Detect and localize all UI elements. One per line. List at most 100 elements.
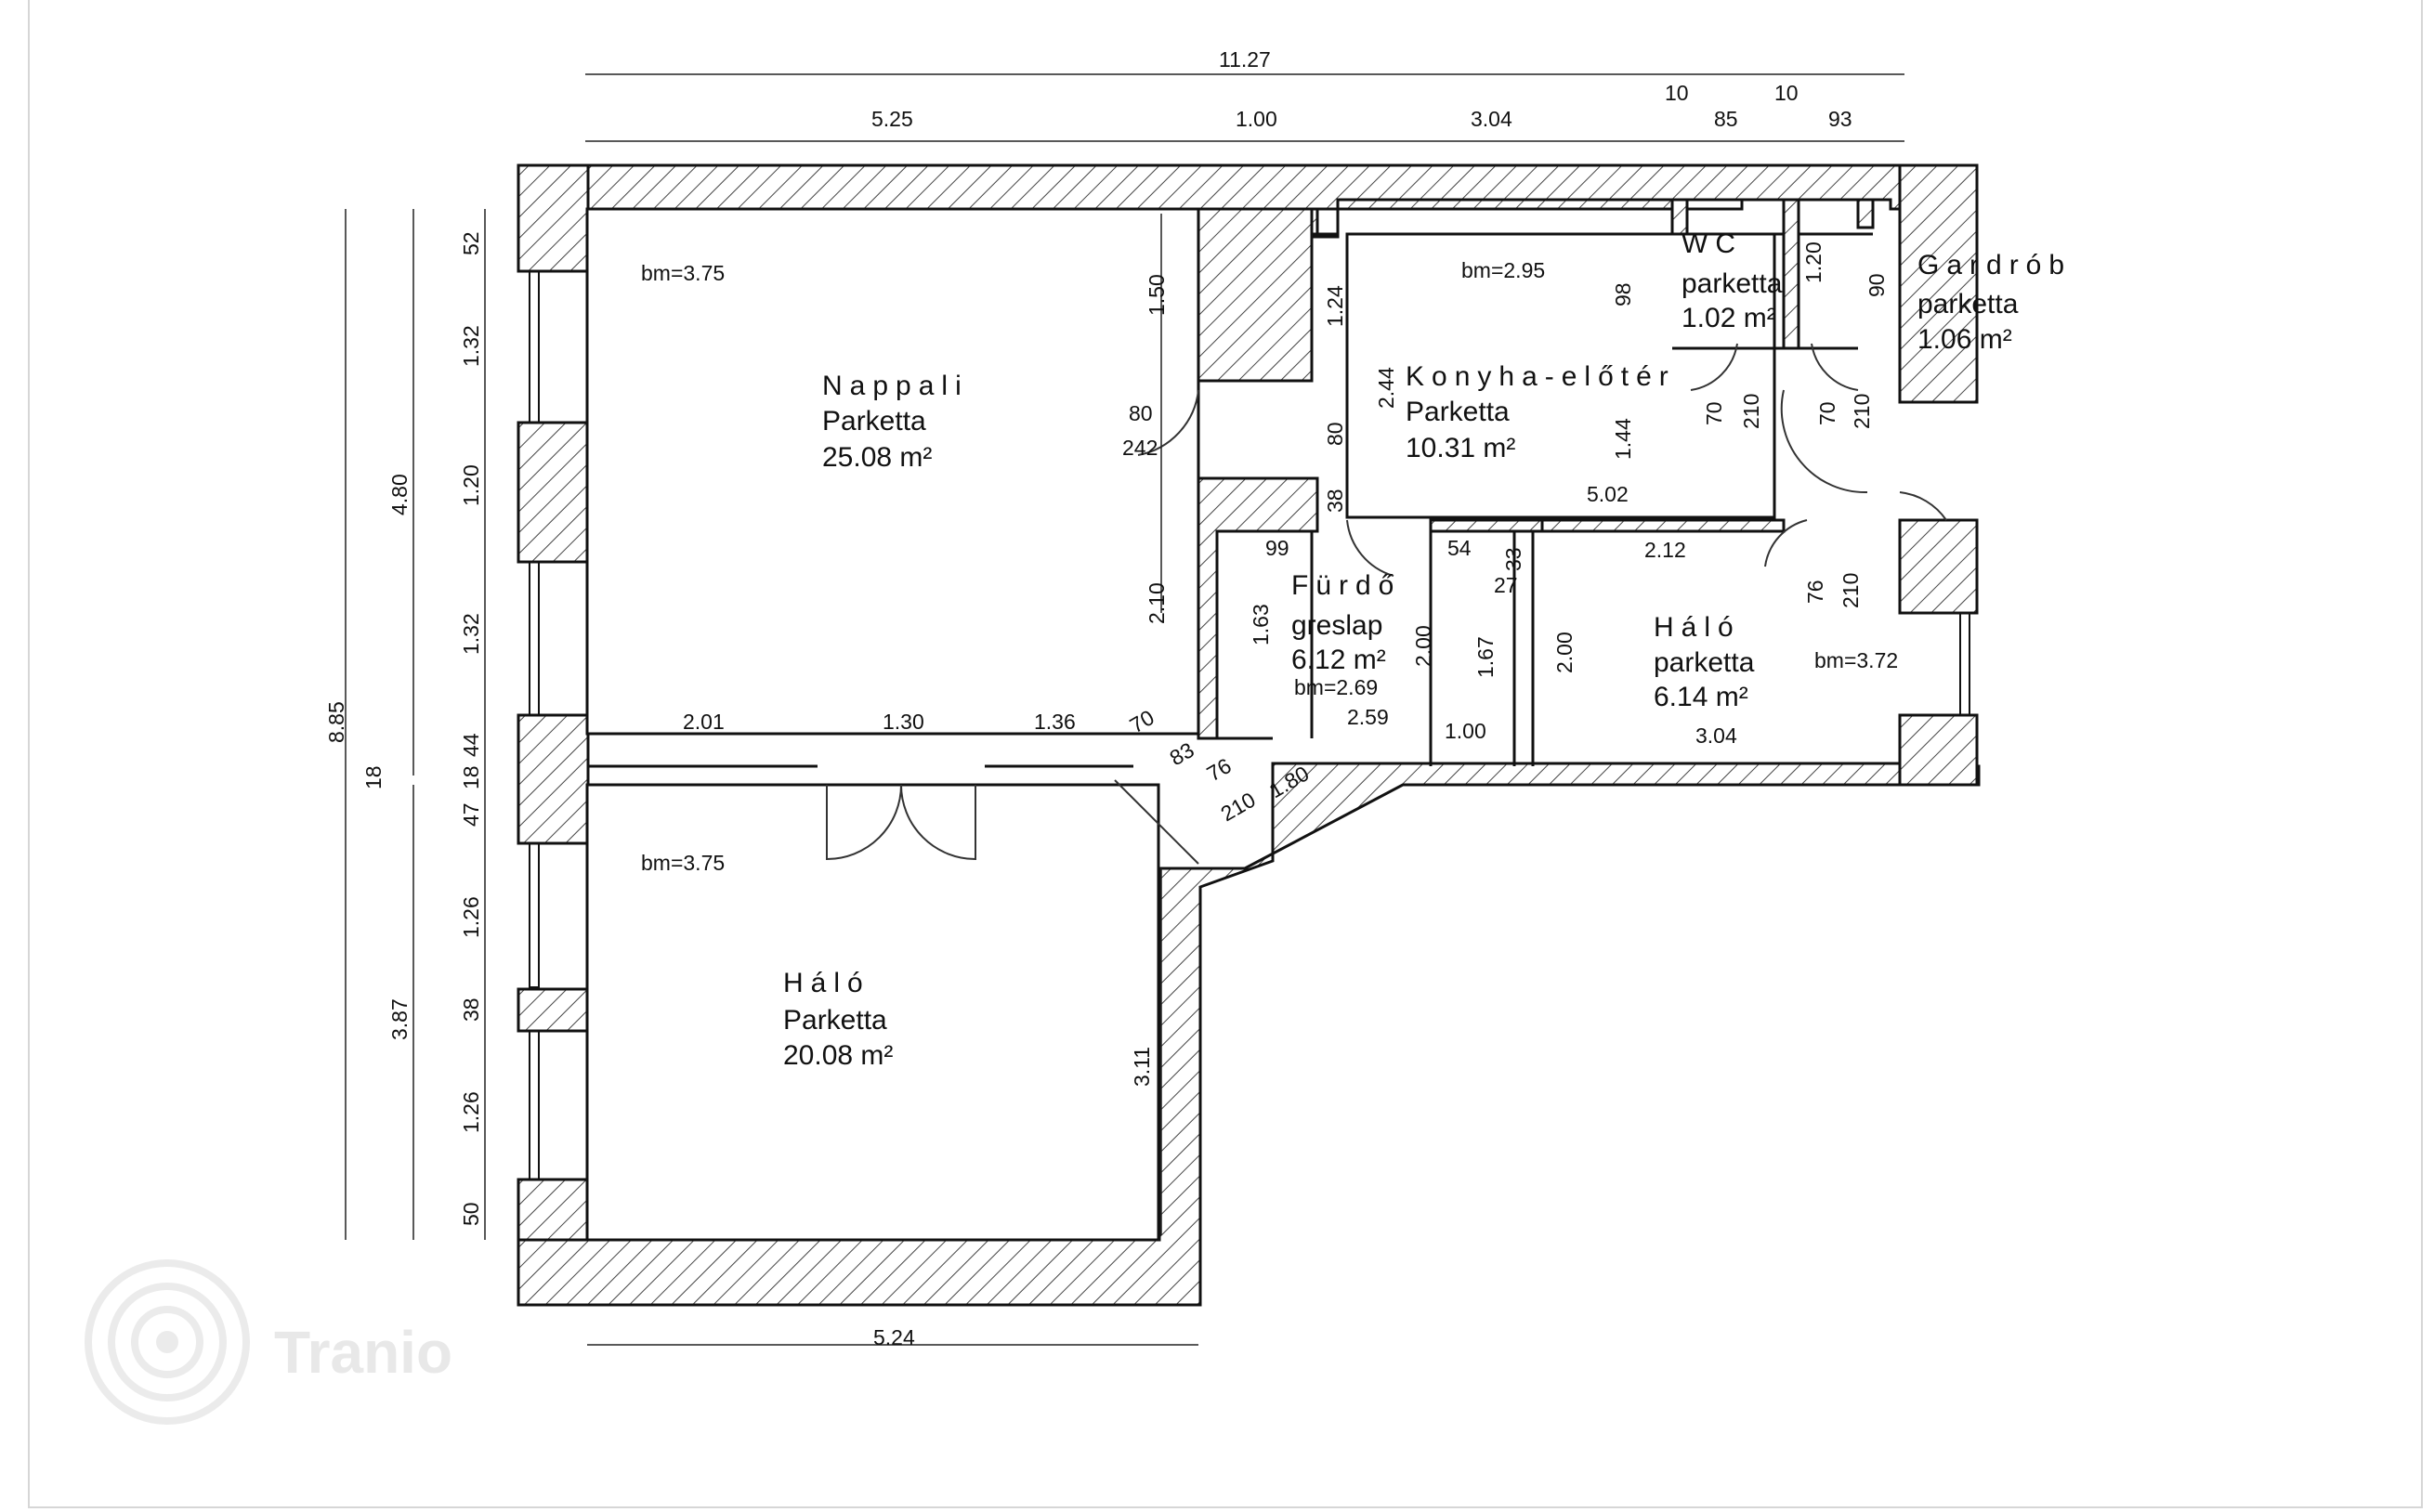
dim-left: 4.80 [387, 474, 412, 515]
dim-interior: 3.04 [1695, 723, 1737, 748]
room-name: Gardrób [1917, 250, 2072, 280]
dim-interior: 54 [1447, 536, 1472, 560]
room-wc: WC parketta 1.02 m² [1682, 228, 1783, 333]
dim-top: 10 [1774, 81, 1799, 105]
dim-interior: 1.24 [1323, 285, 1347, 327]
dim-interior: 1.63 [1249, 604, 1273, 645]
dim-top: 93 [1828, 107, 1852, 131]
room-floor: Parketta [822, 406, 926, 437]
watermark-text: Tranio [274, 1319, 452, 1386]
dim-interior: 83 [1166, 737, 1198, 770]
room-gardrob: Gardrób parketta 1.06 m² [1917, 250, 2072, 355]
room-area: 20.08 m² [783, 1040, 893, 1071]
dim-interior: 210 [1839, 573, 1863, 608]
bm-label: bm=3.72 [1814, 648, 1898, 672]
bm-label: bm=2.69 [1294, 675, 1378, 699]
dim-interior: 210 [1739, 394, 1763, 429]
doors [826, 343, 1947, 865]
room-area: 6.12 m² [1291, 645, 1386, 675]
walls [517, 163, 1981, 1307]
room-floor: parketta [1917, 289, 2019, 319]
dim-interior: 210 [1850, 394, 1874, 429]
dim-interior: 2.10 [1145, 582, 1169, 624]
dim-total-width: 11.27 [1219, 47, 1271, 72]
dim-top: 85 [1714, 107, 1738, 131]
dim-bottom: 5.24 [873, 1325, 915, 1349]
dim-interior: 27 [1494, 573, 1518, 597]
dim-left: 18 [361, 765, 386, 789]
dim-top: 10 [1665, 81, 1689, 105]
dim-left: 3.87 [387, 998, 412, 1040]
dim-interior: 2.01 [683, 710, 725, 734]
dim-interior: 70 [1702, 401, 1726, 425]
dimension-lines [345, 73, 1904, 1346]
dim-top: 5.25 [871, 107, 913, 131]
room-name: Nappali [822, 371, 969, 401]
dim-interior: 2.00 [1552, 632, 1577, 673]
room-name: Háló [783, 968, 870, 998]
dim-left-chain: 1.20 [459, 464, 483, 506]
dim-left-chain: 1.32 [459, 613, 483, 655]
dim-left-chain: 18 [459, 765, 483, 789]
dim-interior: 76 [1803, 580, 1827, 604]
dim-interior: 2.12 [1644, 538, 1686, 562]
room-floor: parketta [1682, 268, 1783, 299]
dim-interior: 98 [1611, 282, 1635, 306]
dim-interior: 2.00 [1411, 625, 1435, 667]
bm-label: bm=3.75 [641, 261, 725, 285]
dim-top: 1.00 [1236, 107, 1277, 131]
dim-interior: 38 [1323, 489, 1347, 513]
dim-left-chain: 50 [459, 1202, 483, 1226]
dim-interior: 1.20 [1801, 241, 1826, 283]
dim-left-chain: 1.26 [459, 896, 483, 938]
dim-interior: 1.30 [883, 710, 924, 734]
dim-interior: 242 [1122, 436, 1158, 460]
room-floor: Parketta [1406, 397, 1510, 427]
dim-interior: 210 [1217, 788, 1260, 827]
windows [529, 270, 1970, 1180]
room-floor: parketta [1654, 647, 1755, 678]
room-furdo: Fürdő greslap 6.12 m² bm=2.69 [1291, 570, 1401, 699]
room-name: Fürdő [1291, 570, 1401, 601]
tranio-logo: Tranio [85, 1259, 452, 1425]
room-area: 10.31 m² [1406, 433, 1515, 463]
dim-interior: 80 [1323, 422, 1347, 446]
dim-interior: 5.02 [1587, 482, 1629, 506]
dim-left-chain: 1.26 [459, 1091, 483, 1133]
dim-left-chain: 44 [459, 733, 483, 757]
room-area: 25.08 m² [822, 442, 932, 473]
dim-interior: 1.36 [1034, 710, 1076, 734]
room-floor: greslap [1291, 610, 1382, 641]
dim-interior: 99 [1265, 536, 1289, 560]
room-area: 1.02 m² [1682, 303, 1776, 333]
room-nappali: bm=3.75 Nappali Parketta 25.08 m² [641, 261, 969, 473]
room-konyha-eloter: bm=2.95 Konyha-előtér Parketta 10.31 m² [1406, 258, 1676, 463]
interior-walls [587, 232, 1873, 787]
dim-interior: 1.00 [1445, 719, 1486, 743]
room-halo-large: bm=3.75 Háló Parketta 20.08 m² [641, 851, 893, 1071]
dim-top: 3.04 [1471, 107, 1512, 131]
room-name: Konyha-előtér [1406, 361, 1676, 392]
dimension-labels: 11.27 5.25 1.00 3.04 10 85 10 93 5.24 8.… [324, 47, 1889, 1349]
dim-left-chain: 47 [459, 802, 483, 827]
room-floor: Parketta [783, 1005, 887, 1036]
dim-interior: 3.11 [1130, 1047, 1154, 1087]
dim-interior: 70 [1815, 401, 1839, 425]
room-name: Háló [1654, 612, 1741, 643]
dim-interior: 1.67 [1473, 636, 1498, 678]
dim-interior: 1.44 [1611, 418, 1635, 460]
bm-label: bm=3.75 [641, 851, 725, 875]
dim-left-chain: 38 [459, 997, 483, 1022]
room-name: WC [1682, 228, 1743, 259]
dim-interior: 2.44 [1374, 367, 1398, 409]
dim-left-chain: 1.32 [459, 325, 483, 367]
dim-interior: 2.59 [1347, 705, 1389, 729]
dim-interior: 76 [1203, 753, 1236, 786]
room-interiors [585, 207, 1776, 1242]
room-halo-small: Háló parketta 6.14 m² bm=3.72 [1654, 612, 1898, 712]
dim-interior: 90 [1865, 273, 1889, 297]
dim-interior: 33 [1501, 547, 1525, 571]
dim-interior: 80 [1129, 401, 1153, 425]
dim-interior: 1.50 [1145, 274, 1169, 316]
